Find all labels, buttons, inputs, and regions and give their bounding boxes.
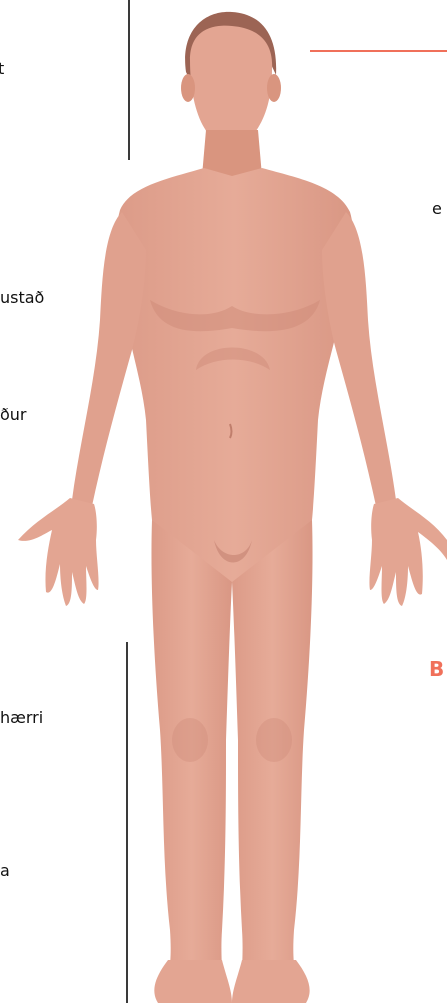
right-ear [267, 74, 281, 102]
right-arm [322, 212, 396, 506]
left-foot [154, 960, 232, 1003]
head [190, 26, 272, 145]
left-hand [18, 498, 99, 606]
right-knee [256, 718, 292, 762]
neck [202, 130, 262, 176]
torso [116, 168, 354, 582]
left-ear [181, 74, 195, 102]
left-knee [172, 718, 208, 762]
right-hand [369, 498, 447, 606]
right-foot [232, 960, 310, 1003]
